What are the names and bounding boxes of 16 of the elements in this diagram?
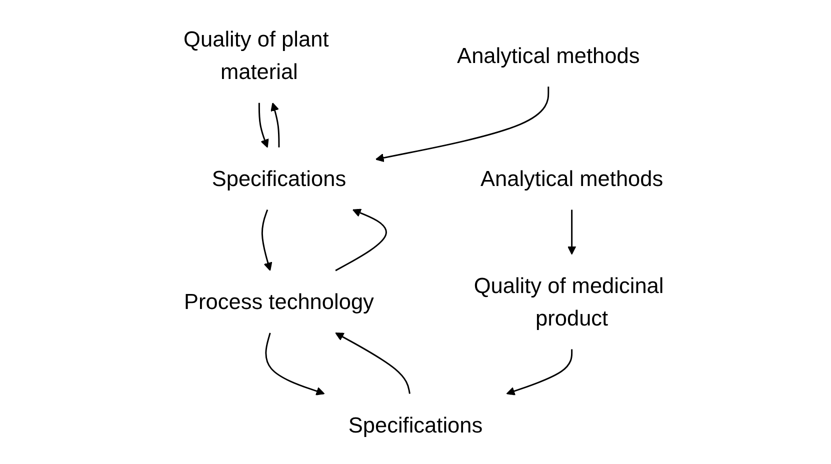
arrow (567, 210, 576, 255)
arrow (375, 86, 550, 162)
node-text: Specifications (212, 166, 346, 191)
arrow (335, 208, 387, 272)
arrow (270, 102, 280, 148)
node-text: Analytical methods (480, 166, 664, 191)
arrow (506, 349, 573, 396)
node-text: Analytical methods (457, 43, 640, 68)
arrow (258, 102, 269, 148)
arrow (335, 332, 410, 394)
node-text: Quality of medicinal product (474, 273, 664, 330)
node-text: Quality of plant material (184, 26, 329, 84)
node-text: Process technology (184, 289, 374, 314)
arrow (265, 332, 325, 396)
node-text: Specifications (348, 412, 483, 438)
arrow (261, 209, 272, 271)
